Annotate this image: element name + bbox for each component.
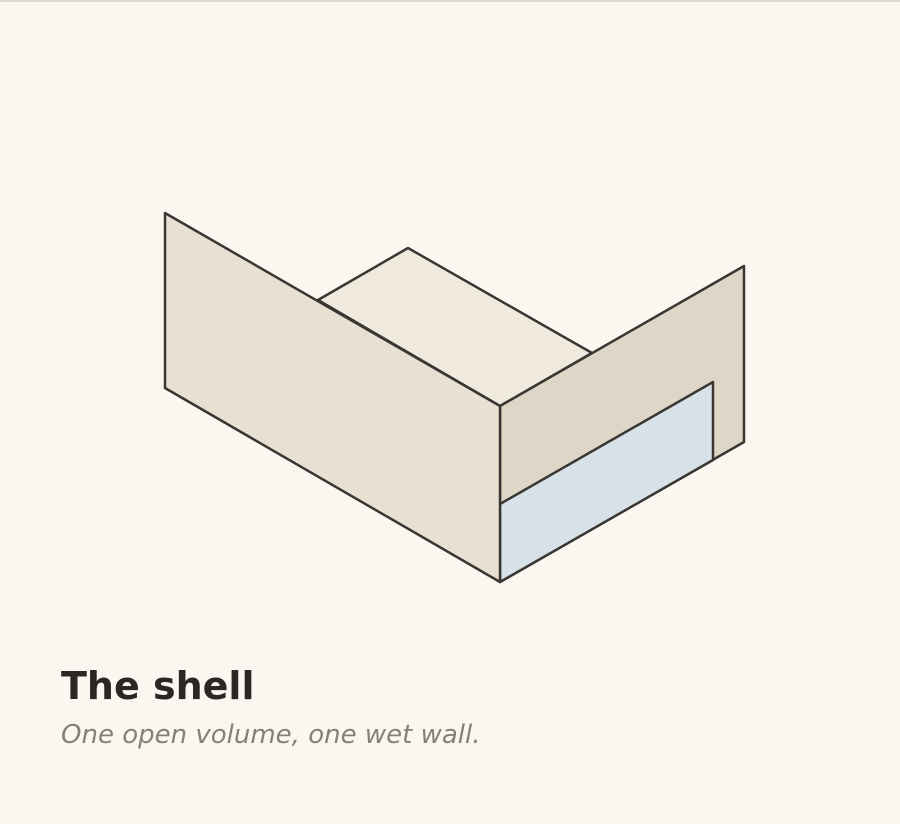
- long-wall: [163, 211, 502, 584]
- caption-block: The shell One open volume, one wet wall.: [61, 660, 861, 752]
- top-divider: [0, 0, 900, 2]
- diagram-subtitle: One open volume, one wet wall.: [61, 720, 481, 750]
- diagram-title: The shell: [61, 664, 255, 708]
- shell-isometric-diagram: [163, 211, 746, 584]
